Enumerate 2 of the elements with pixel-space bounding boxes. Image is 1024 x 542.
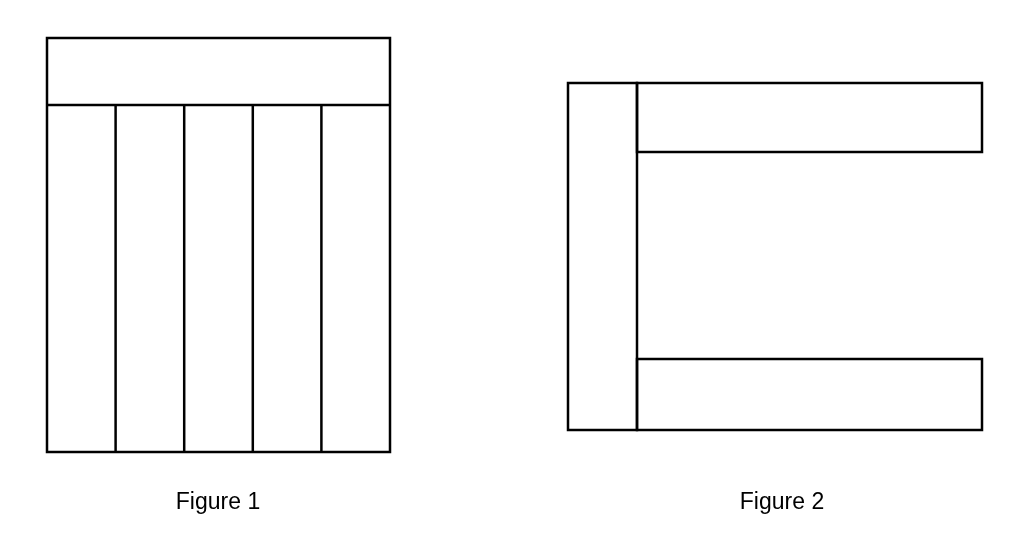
figure-caption: Figure 1 xyxy=(175,488,261,515)
figure-caption: Figure 2 xyxy=(739,488,825,515)
